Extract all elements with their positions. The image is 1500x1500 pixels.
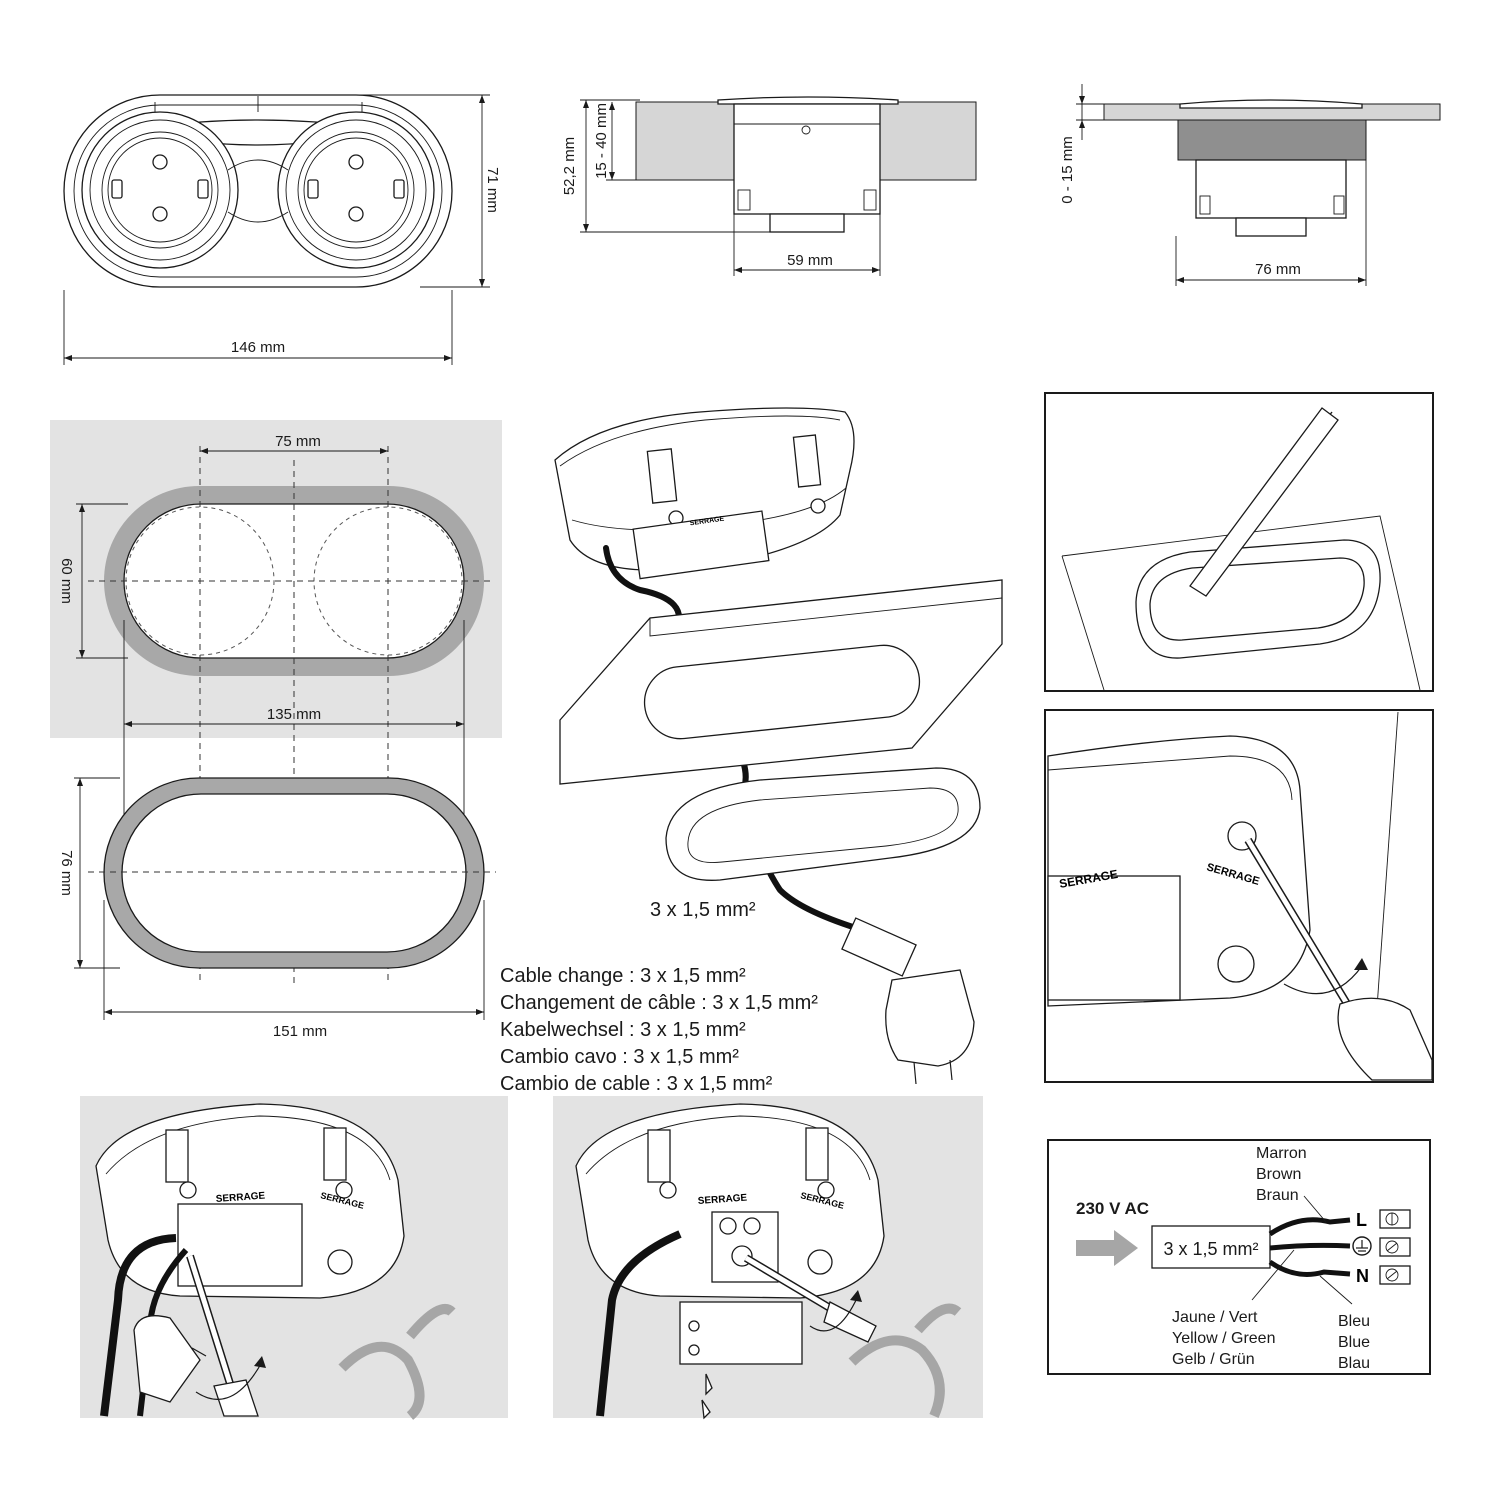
- flush-view: 0 - 15 mm 76 mm: [1059, 84, 1441, 286]
- cutout-spacing-label: 75 mm: [275, 433, 321, 450]
- socket-body-iso: SERRAGE: [554, 407, 855, 580]
- rotate-arrow-bm-icon: [809, 1295, 859, 1332]
- cover-box: [679, 1301, 803, 1365]
- wiring-diagram: 230 V AC 3 x 1,5 mm² L N Marron Brown Br…: [1047, 1139, 1431, 1375]
- flush-connector: [1235, 217, 1307, 237]
- caption-it: Cambio cavo : 3 x 1,5 mm²: [500, 1046, 739, 1068]
- green-fr: Jaune / Vert: [1172, 1309, 1258, 1326]
- front-width-label: 146 mm: [231, 339, 285, 356]
- cable-box: [1151, 1225, 1271, 1269]
- rotate-arrow-bl-icon: [195, 1361, 263, 1400]
- caption-fr: Changement de câble : 3 x 1,5 mm²: [500, 992, 818, 1014]
- flush-range-label: 0 - 15 mm: [1059, 136, 1076, 204]
- spacer-ring: [1177, 119, 1367, 161]
- cable-bl: [100, 1234, 177, 1417]
- side-depth-label: 52,2 mm: [561, 137, 578, 195]
- serrage-label-bl: SERRAGE: [215, 1191, 265, 1205]
- front-waist: [227, 159, 289, 223]
- input-arrow-icon: [1076, 1230, 1138, 1266]
- voltage-label: 230 V AC: [1076, 1199, 1149, 1218]
- scribe-step-panel: [1044, 392, 1434, 692]
- caption-en: Cable change : 3 x 1,5 mm²: [500, 965, 746, 987]
- cable-change-captions: Cable change : 3 x 1,5 mm² Changement de…: [500, 965, 818, 1095]
- clamp-step-panel: SERRAGE SERRAGE: [1044, 709, 1434, 1083]
- caption-es: Cambio de cable : 3 x 1,5 mm²: [500, 1073, 773, 1095]
- new-cable-bm: [848, 1335, 945, 1419]
- screwdriver-bm-icon: [743, 1254, 877, 1343]
- front-view: 146 mm 71 mm: [63, 94, 501, 365]
- frame-height-label: 76 mm: [58, 850, 75, 896]
- green-de: Gelb / Grün: [1172, 1351, 1255, 1368]
- earth-icon: [1352, 1236, 1372, 1256]
- blue-fr: Bleu: [1338, 1313, 1370, 1330]
- cutout-template: 75 mm 60 mm 135 mm: [50, 420, 502, 985]
- front-socket-left: [81, 111, 239, 269]
- plug-bl-icon: [133, 1315, 207, 1403]
- schuko-plug: [841, 917, 975, 1085]
- worktop-hole: [643, 644, 921, 740]
- unplug-step-panel: SERRAGE SERRAGE: [80, 1096, 508, 1420]
- side-flange: [717, 96, 899, 105]
- cutout-height-label: 60 mm: [58, 558, 75, 604]
- worktop-left: [635, 101, 737, 181]
- side-thickness-label: 15 - 40 mm: [593, 103, 610, 179]
- frame-ring-iso: [665, 767, 981, 881]
- brown-en: Brown: [1256, 1166, 1301, 1183]
- flush-width-label: 76 mm: [1255, 261, 1301, 278]
- terminal-screws: [1379, 1209, 1411, 1285]
- blue-de: Blau: [1338, 1355, 1370, 1372]
- serrage-label-iso: SERRAGE: [689, 516, 725, 528]
- side-connector: [769, 213, 845, 233]
- side-view: 52,2 mm 15 - 40 mm 59 mm: [561, 96, 977, 276]
- terminal-neutral-label: N: [1356, 1266, 1369, 1286]
- new-cable-bl: [338, 1341, 425, 1420]
- cable-section-label: 3 x 1,5 mm²: [650, 899, 756, 921]
- blue-en: Blue: [1338, 1334, 1370, 1351]
- cutout-length-label: 135 mm: [267, 706, 321, 723]
- front-socket-right: [277, 111, 435, 269]
- screwdriver-icon: [1244, 837, 1433, 1081]
- exploded-install: SERRAGE 3 x 1,5 mm²: [554, 407, 1003, 1085]
- connect-step-panel: SERRAGE SERRAGE: [553, 1096, 983, 1420]
- frame-view: 76 mm 151 mm: [58, 777, 496, 1040]
- brown-fr: Marron: [1256, 1145, 1307, 1162]
- brown-de: Braun: [1256, 1187, 1299, 1204]
- green-en: Yellow / Green: [1172, 1330, 1275, 1347]
- terminal-live-label: L: [1356, 1210, 1367, 1230]
- wire-green-yellow: [1269, 1242, 1351, 1251]
- screw-icon: [701, 1373, 713, 1420]
- serrage-label-bm: SERRAGE: [697, 1193, 747, 1207]
- side-width-label: 59 mm: [787, 252, 833, 269]
- side-body: [733, 103, 881, 215]
- cable-bm: [596, 1230, 682, 1417]
- frame-length-label: 151 mm: [273, 1023, 327, 1040]
- wire-brown: [1268, 1217, 1351, 1237]
- wiring-cable-label: 3 x 1,5 mm²: [1163, 1239, 1258, 1259]
- screwdriver-bl-icon: [186, 1254, 259, 1417]
- caption-de: Kabelwechsel : 3 x 1,5 mm²: [500, 1019, 746, 1041]
- worktop-right: [879, 101, 977, 181]
- flush-body: [1195, 159, 1347, 219]
- rotate-arrow-icon: [1283, 965, 1363, 995]
- front-height-label: 71 mm: [484, 167, 501, 213]
- wire-blue: [1268, 1259, 1351, 1277]
